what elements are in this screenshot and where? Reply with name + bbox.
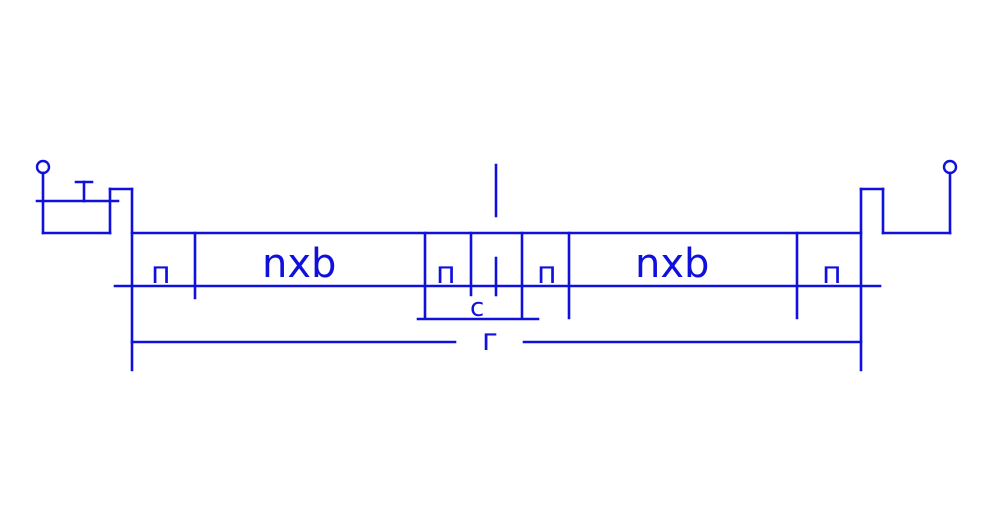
structure (113, 163, 882, 372)
left-bank (35, 159, 134, 235)
pile-label-center-right: п (537, 256, 557, 291)
left-pole-marker (35, 159, 51, 175)
right-pole-marker (942, 159, 958, 175)
dimensions (130, 317, 863, 344)
section-label-left: nxb (262, 241, 336, 287)
pile-label-far-left: п (151, 256, 171, 291)
pile-label-far-right: п (822, 256, 842, 291)
total-dimension-label: г (482, 323, 498, 358)
labels: п nxb п п nxb п c г (151, 241, 842, 358)
pile-label-center-left: п (436, 256, 456, 291)
right-bank (859, 159, 958, 235)
gap-dimension-label: c (470, 293, 484, 323)
section-label-right: nxb (635, 241, 709, 287)
